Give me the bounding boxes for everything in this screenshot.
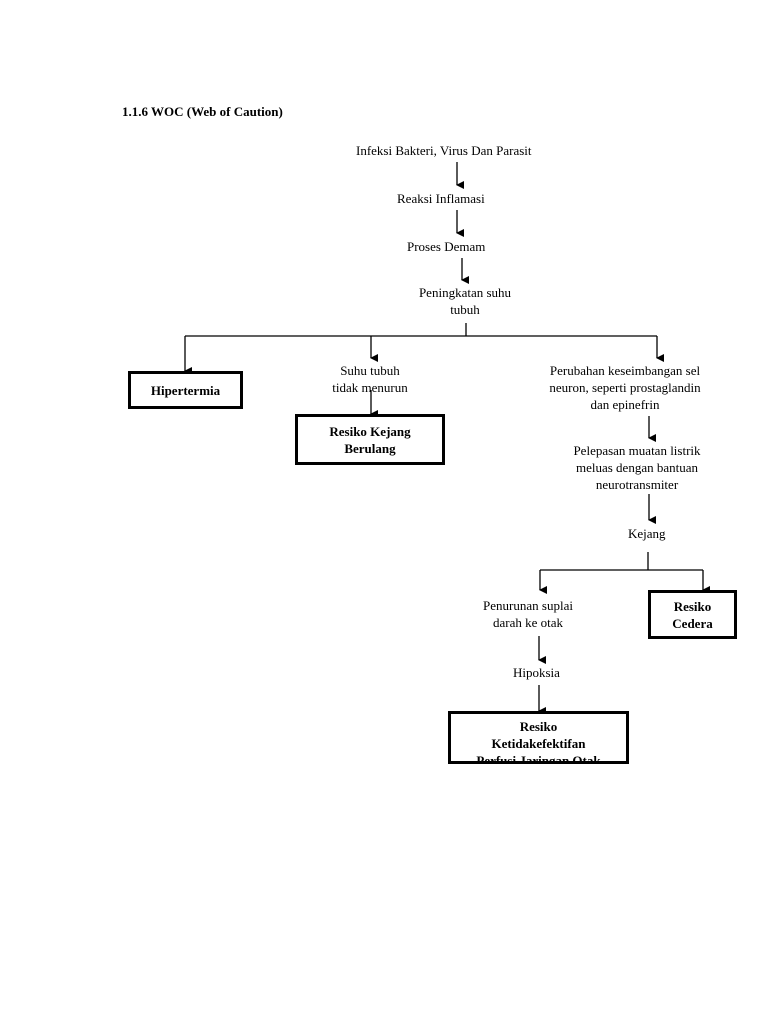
node-penurunan-line-1: Penurunan suplai xyxy=(483,598,573,613)
node-peningkatan-line-2: tubuh xyxy=(450,302,480,317)
node-kejang: Kejang xyxy=(628,526,666,541)
node-reaksi-inflamasi: Reaksi Inflamasi xyxy=(397,191,485,206)
box-kejang-berulang-line-2: Berulang xyxy=(344,440,396,456)
box-perfusi-line-2: Ketidakefektifan xyxy=(491,736,586,751)
node-suhu-tidak-menurun: Suhu tubuh tidak menurun xyxy=(315,362,425,396)
box-hipertermia: Hipertermia xyxy=(128,371,243,409)
node-perubahan-keseimbangan: Perubahan keseimbangan sel neuron, seper… xyxy=(530,362,720,413)
node-perubahan-line-3: dan epinefrin xyxy=(590,397,660,412)
node-penurunan-suplai: Penurunan suplai darah ke otak xyxy=(468,597,588,631)
box-resiko-cedera: Resiko Cedera xyxy=(648,590,737,639)
node-suhu-line-1: Suhu tubuh xyxy=(340,363,400,378)
node-pelepasan-muatan: Pelepasan muatan listrik meluas dengan b… xyxy=(556,442,718,493)
node-perubahan-line-1: Perubahan keseimbangan sel xyxy=(549,363,701,378)
box-resiko-perfusi-otak: Resiko Ketidakefektifan Perfusi Jaringan… xyxy=(448,711,629,762)
box-kejang-berulang-line-1: Resiko Kejang xyxy=(329,423,411,439)
node-peningkatan-suhu: Peningkatan suhu tubuh xyxy=(400,284,530,318)
box-perfusi-line-3: Perfusi Jaringan Otak xyxy=(476,753,601,762)
node-penurunan-line-2: darah ke otak xyxy=(492,615,564,630)
box-perfusi-bottom-border xyxy=(448,761,629,764)
node-pelepasan-line-3: neurotransmiter xyxy=(595,477,679,492)
box-perfusi-line-1: Resiko xyxy=(519,719,558,734)
node-pelepasan-line-1: Pelepasan muatan listrik xyxy=(573,443,701,458)
node-hipoksia: Hipoksia xyxy=(513,665,560,680)
node-peningkatan-line-1: Peningkatan suhu xyxy=(418,285,512,300)
box-resiko-kejang-berulang: Resiko Kejang Berulang xyxy=(295,414,445,465)
node-suhu-line-2: tidak menurun xyxy=(332,380,408,395)
node-proses-demam: Proses Demam xyxy=(407,239,486,254)
box-hipertermia-label: Hipertermia xyxy=(150,382,221,398)
node-pelepasan-line-2: meluas dengan bantuan xyxy=(575,460,698,475)
node-infeksi: Infeksi Bakteri, Virus Dan Parasit xyxy=(356,143,532,158)
page-cutoff xyxy=(440,762,640,772)
box-cedera-line-1: Resiko xyxy=(673,598,712,614)
page-heading: 1.1.6 WOC (Web of Caution) xyxy=(122,104,283,119)
node-perubahan-line-2: neuron, seperti prostaglandin xyxy=(549,380,701,395)
box-cedera-line-2: Cedera xyxy=(672,615,713,631)
